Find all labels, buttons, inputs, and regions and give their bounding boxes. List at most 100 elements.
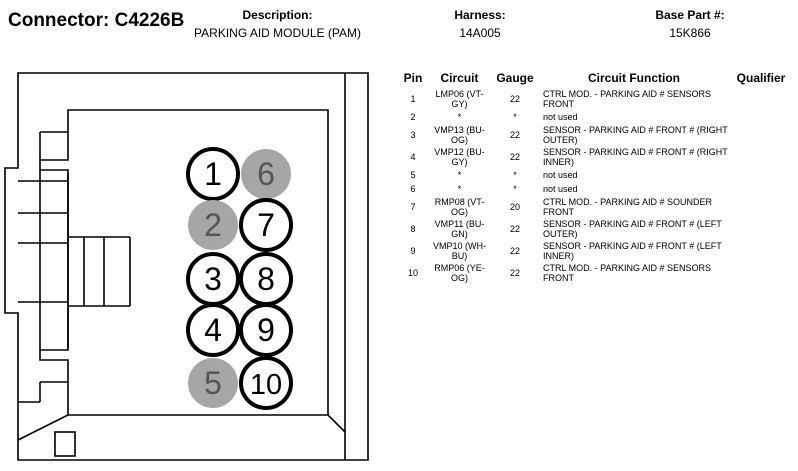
pin-table: Pin Circuit Gauge Circuit Function Quali… (398, 70, 793, 284)
cell-gauge: 22 (509, 246, 520, 256)
table-row: 8 VMP11 (BU-GN) 22 SENSOR - PARKING AID … (398, 218, 793, 240)
connector-pin-10: 10 (239, 356, 293, 410)
pin-circle (188, 358, 238, 408)
pin-circle (186, 303, 240, 357)
cell-circuit: * (457, 112, 462, 122)
cell-gauge: 22 (509, 94, 520, 104)
connector-diagram: 1 2 3 4 5 6 7 8 9 10 (4, 72, 369, 461)
cell-pin: 5 (410, 170, 416, 180)
table-row: 5 * * not used (398, 168, 793, 182)
description-value: PARKING AID MODULE (PAM) (194, 26, 361, 40)
table-row: 6 * * not used (398, 182, 793, 196)
cell-function: SENSOR - PARKING AID # FRONT # (LEFT OUT… (543, 219, 722, 239)
cell-circuit: * (457, 184, 462, 194)
description-label: Description: (242, 8, 313, 22)
header-pin: Pin (403, 71, 423, 85)
pin-label: 3 (204, 261, 222, 297)
cell-function: not used (543, 184, 578, 194)
cell-pin: 7 (410, 202, 416, 212)
cell-pin: 6 (410, 184, 416, 194)
cell-qualifier (729, 218, 793, 240)
base-part-value: 15K866 (669, 26, 711, 40)
connector-pin-2: 2 (188, 200, 238, 250)
harness-value: 14A005 (459, 26, 501, 40)
cell-circuit: * (457, 170, 462, 180)
cell-pin: 4 (410, 152, 416, 162)
cell-qualifier (729, 240, 793, 262)
pin-circle (186, 147, 240, 201)
pin-label: 6 (257, 156, 275, 192)
cell-function: not used (543, 170, 578, 180)
cell-gauge: 22 (509, 224, 520, 234)
cell-pin: 8 (410, 224, 416, 234)
connector-pin-3: 3 (186, 252, 240, 306)
cell-function: CTRL MOD. - PARKING AID # SENSORS FRONT (543, 263, 712, 283)
cell-circuit: VMP10 (WH-BU) (432, 241, 486, 261)
cell-circuit: RMP08 (VT-OG) (434, 197, 485, 217)
cell-qualifier (729, 262, 793, 284)
cell-circuit: VMP11 (BU-GN) (434, 219, 485, 239)
pin-layer: 1 2 3 4 5 6 7 8 9 10 (186, 147, 293, 410)
cell-qualifier (729, 88, 793, 110)
connector-housing (4, 72, 369, 461)
cell-pin: 2 (410, 112, 416, 122)
connector-pin-4: 4 (186, 303, 240, 357)
cell-function: CTRL MOD. - PARKING AID # SENSORS FRONT (543, 89, 712, 109)
cell-qualifier (729, 168, 793, 182)
cell-pin: 1 (410, 94, 416, 104)
cell-pin: 9 (410, 246, 416, 256)
pin-label: 9 (257, 312, 275, 348)
connector-pin-8: 8 (239, 252, 293, 306)
cell-gauge: * (513, 170, 517, 180)
harness-label: Harness: (454, 8, 506, 22)
pin-circle (241, 149, 291, 199)
pin-label: 4 (204, 312, 222, 348)
cell-function: CTRL MOD. - PARKING AID # SOUNDER FRONT (543, 197, 713, 217)
cell-qualifier (729, 110, 793, 124)
cell-function: not used (543, 112, 578, 122)
cell-gauge: 20 (509, 202, 520, 212)
header-qualifier: Qualifier (736, 71, 786, 85)
cell-gauge: * (513, 112, 517, 122)
pin-label: 5 (204, 365, 222, 401)
cell-circuit: RMP06 (YE-OG) (434, 263, 485, 283)
cell-qualifier (729, 146, 793, 168)
connector-title: Connector: C4226B (8, 10, 185, 31)
pin-label: 10 (250, 369, 282, 401)
table-row: 2 * * not used (398, 110, 793, 124)
cell-gauge: 22 (509, 130, 520, 140)
cell-qualifier (729, 124, 793, 146)
connector-pin-7: 7 (239, 198, 293, 252)
connector-pin-9: 9 (239, 303, 293, 357)
table-row: 3 VMP13 (BU-OG) 22 SENSOR - PARKING AID … (398, 124, 793, 146)
table-row: 1 LMP06 (VT-GY) 22 CTRL MOD. - PARKING A… (398, 88, 793, 110)
cell-pin: 10 (407, 268, 418, 278)
cell-qualifier (729, 182, 793, 196)
table-row: 10 RMP06 (YE-OG) 22 CTRL MOD. - PARKING … (398, 262, 793, 284)
connector-pin-6: 6 (241, 149, 291, 199)
header-circuit: Circuit (440, 71, 479, 85)
header-function: Circuit Function (588, 71, 680, 85)
cell-circuit: VMP13 (BU-OG) (434, 125, 485, 145)
cell-circuit: VMP12 (BU-GY) (434, 147, 485, 167)
connector-pin-1: 1 (186, 147, 240, 201)
connector-pin-5: 5 (188, 358, 238, 408)
cell-gauge: 22 (509, 268, 520, 278)
pin-circle (239, 303, 293, 357)
pin-circle (188, 200, 238, 250)
cell-function: SENSOR - PARKING AID # FRONT # (LEFT INN… (543, 241, 722, 261)
table-row: 9 VMP10 (WH-BU) 22 SENSOR - PARKING AID … (398, 240, 793, 262)
cell-pin: 3 (410, 130, 416, 140)
pin-circle (239, 198, 293, 252)
pin-label: 8 (257, 261, 275, 297)
cell-qualifier (729, 196, 793, 218)
pin-label: 2 (204, 207, 222, 243)
cell-function: SENSOR - PARKING AID # FRONT # (RIGHT OU… (543, 125, 728, 145)
table-header-row: Pin Circuit Gauge Circuit Function Quali… (398, 70, 793, 88)
pin-label: 7 (257, 207, 275, 243)
cell-gauge: * (513, 184, 517, 194)
table-row: 4 VMP12 (BU-GY) 22 SENSOR - PARKING AID … (398, 146, 793, 168)
header-gauge: Gauge (496, 71, 534, 85)
cell-gauge: 22 (509, 152, 520, 162)
cell-function: SENSOR - PARKING AID # FRONT # (RIGHT IN… (543, 147, 728, 167)
